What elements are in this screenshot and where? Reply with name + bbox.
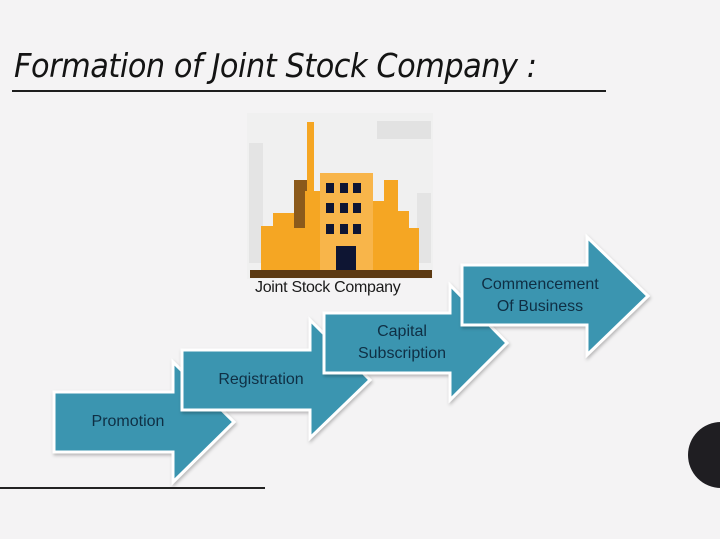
step-label-commencement: Commencement Of Business (470, 274, 610, 318)
step-label-line: Subscription (357, 345, 447, 362)
step-label-promotion: Promotion (68, 411, 188, 433)
door (336, 246, 356, 270)
step-label-line: Of Business (496, 298, 584, 315)
chimney (307, 122, 314, 192)
building-left-mid (305, 191, 323, 270)
step-label-line: Promotion (91, 413, 165, 430)
windows (326, 183, 361, 234)
ground-base (250, 270, 432, 278)
title-underline (12, 90, 606, 92)
step-label-line: Registration (218, 371, 304, 388)
logo-caption: Joint Stock Company (255, 279, 401, 296)
step-label-line: Commencement (481, 276, 599, 293)
logo-bg-shape (417, 193, 431, 263)
step-arrow-commencement[interactable] (460, 233, 651, 359)
step-label-line: Capital (377, 323, 427, 340)
slide-title: Formation of Joint Stock Company : (14, 46, 537, 85)
logo-bg-shape (377, 121, 431, 139)
bottom-divider (0, 487, 265, 489)
factory-building-icon (247, 113, 433, 279)
logo-bg-shape (249, 143, 263, 263)
building-right-block (367, 180, 419, 270)
step-label-registration: Registration (201, 369, 321, 391)
step-label-capital-subscription: Capital Subscription (342, 321, 462, 365)
building-left-shadow (294, 180, 308, 228)
